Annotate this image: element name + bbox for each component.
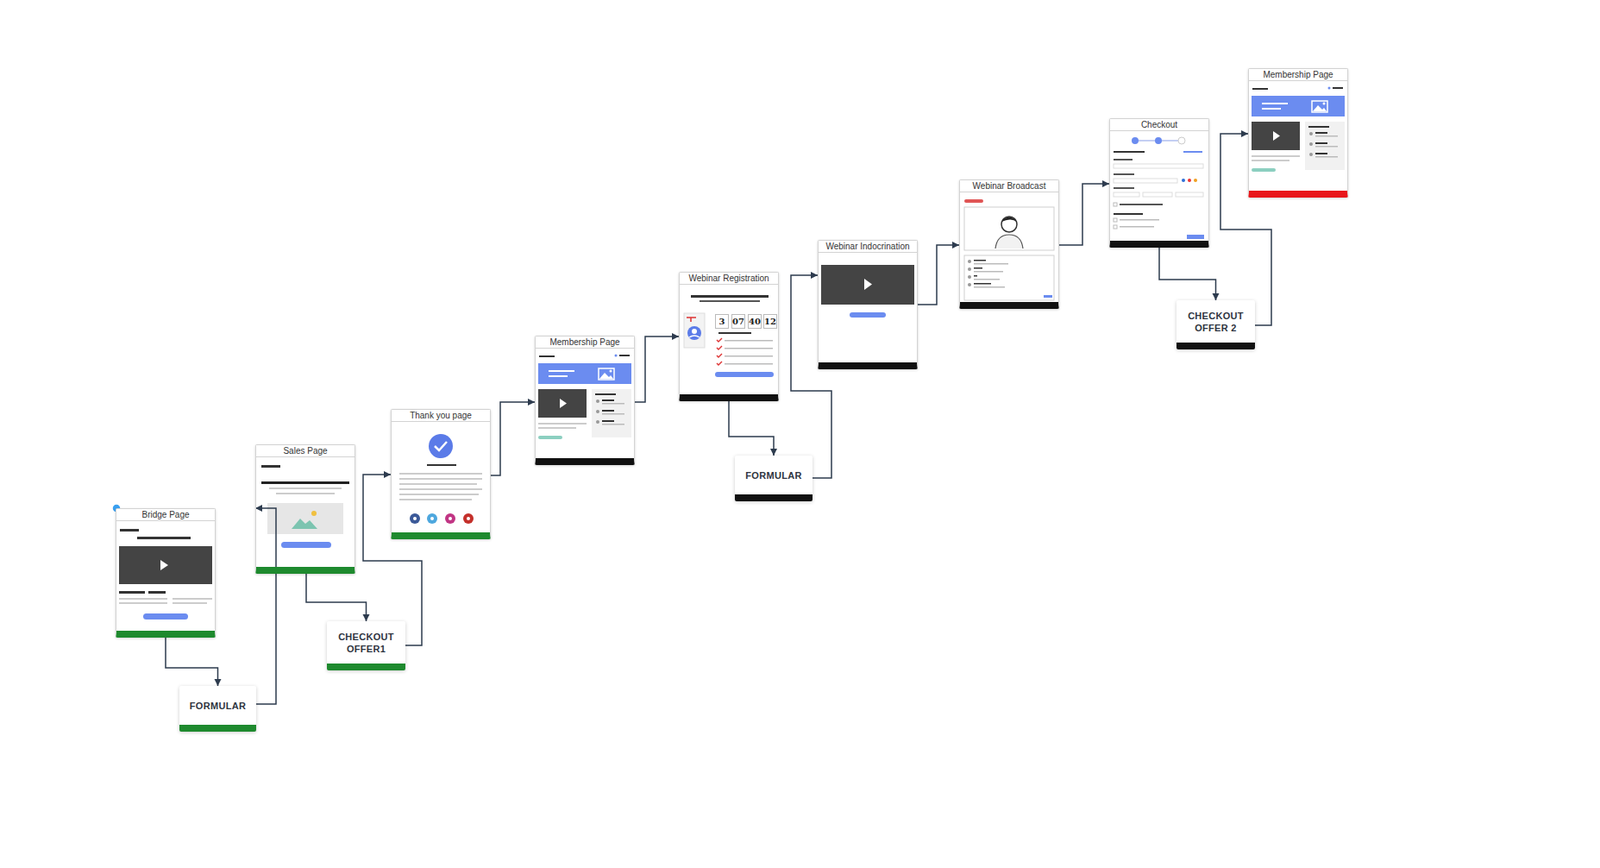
page-card: Bridge Page [115,508,216,638]
flow-connector [634,336,679,402]
flow-connector [363,474,422,646]
flow-connector [306,573,367,622]
flow-connector [1159,247,1217,301]
page-card: Membership Page [1248,68,1349,198]
page-card: Thank you page [390,408,491,540]
step-box: FORMULAR [734,455,813,502]
page-card: Sales Page [255,444,356,574]
flow-connector [165,637,219,686]
flow-connector [728,401,774,456]
page-title: Membership Page [535,336,634,349]
page-card: Membership Page [534,335,635,465]
page-title: Webinar Indocrination [818,240,917,253]
page-title: Checkout [1110,119,1209,132]
countdown-digit: 3 [715,313,729,329]
flow-connector [1220,133,1272,326]
flow-connector [917,244,960,305]
page-card: Webinar Registration [678,271,779,402]
step-box: CHECKOUT OFFER 2 [1176,300,1255,350]
step-label: FORMULAR [745,469,802,482]
page-title: Bridge Page [116,508,215,521]
flow-connector [255,508,277,704]
page-card: Webinar Indocrination [817,239,918,370]
flow-connector [790,275,832,478]
page-card: Webinar Broadcast [959,179,1060,309]
step-label: CHECKOUT OFFER 2 [1181,309,1250,334]
step-label: FORMULAR [189,699,246,712]
page-title: Sales Page [256,445,355,458]
flow-connector [490,401,535,476]
countdown-digit: 07 [731,313,746,329]
step-label: CHECKOUT OFFER1 [332,630,401,655]
countdown-digit: 40 [747,313,762,329]
page-card: Checkout [1109,118,1210,248]
page-title: Membership Page [1248,69,1348,82]
page-title: Thank you page [391,409,490,422]
flow-connector [1059,183,1110,245]
page-title: Webinar Broadcast [960,180,1059,193]
page-title: Webinar Registration [679,272,779,285]
countdown-digit: 12 [763,313,778,329]
step-box: FORMULAR [179,685,257,732]
step-box: CHECKOUT OFFER1 [326,621,406,671]
